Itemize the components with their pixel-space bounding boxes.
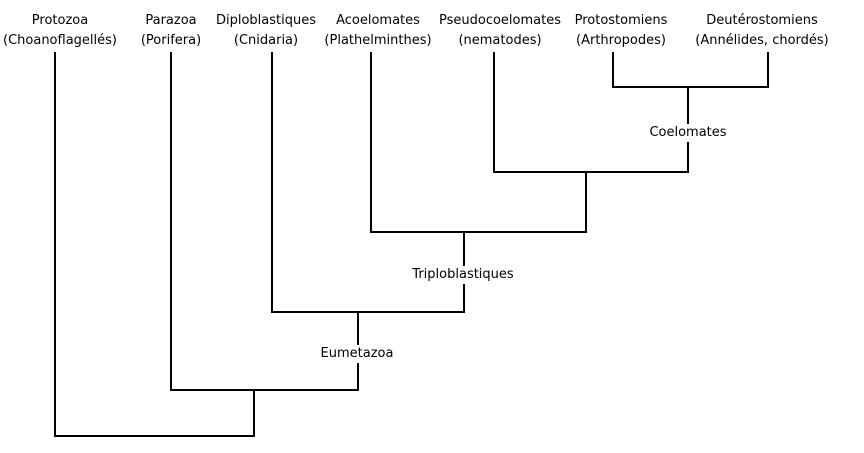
taxon-acoelomates: Acoelomates (Plathelminthes) xyxy=(324,11,431,51)
taxon-diploblastiques-group: (Cnidaria) xyxy=(233,33,299,48)
taxon-deuterostomiens-group: (Annélides, chordés) xyxy=(695,33,829,48)
taxon-deuterostomiens-name: Deutérostomiens xyxy=(706,13,818,28)
taxon-protozoa-name: Protozoa xyxy=(31,13,89,28)
clade-label-triploblastiques: Triploblastiques xyxy=(410,266,516,284)
taxon-protozoa: Protozoa (Choanoflagellés) xyxy=(3,11,117,51)
branch-acoelomates-bracket xyxy=(370,52,587,233)
taxon-pseudocoelomates-name: Pseudocoelomates xyxy=(439,13,561,28)
taxon-diploblastiques-name: Diploblastiques xyxy=(215,13,317,28)
taxon-protostomiens-name: Protostomiens xyxy=(574,13,668,28)
taxon-protostomiens: Protostomiens (Arthropodes) xyxy=(575,11,668,51)
taxon-parazoa-name: Parazoa xyxy=(145,13,197,28)
cladogram-branches xyxy=(54,52,769,437)
branch-protozoa-bracket xyxy=(54,52,255,437)
taxon-acoelomates-name: Acoelomates xyxy=(336,13,420,28)
branch-parazoa-bracket xyxy=(170,52,359,391)
taxon-parazoa: Parazoa (Porifera) xyxy=(141,11,201,51)
taxon-pseudocoelomates: Pseudocoelomates (nematodes) xyxy=(439,11,561,51)
taxon-diploblastiques: Diploblastiques (Cnidaria) xyxy=(216,11,316,51)
taxon-pseudocoelomates-group: (nematodes) xyxy=(458,33,542,48)
taxon-protostomiens-group: (Arthropodes) xyxy=(576,33,666,48)
branch-coelomates-bracket xyxy=(612,52,769,88)
clade-label-eumetazoa: Eumetazoa xyxy=(318,345,396,363)
taxon-acoelomates-group: (Plathelminthes) xyxy=(324,33,432,48)
clade-label-coelomates: Coelomates xyxy=(647,124,729,142)
branch-diploblastiques-bracket xyxy=(271,52,465,313)
taxon-deuterostomiens: Deutérostomiens (Annélides, chordés) xyxy=(695,11,829,51)
taxon-parazoa-group: (Porifera) xyxy=(140,33,202,48)
branch-pseudocoelomates-bracket xyxy=(493,52,689,173)
taxon-protozoa-group: (Choanoflagellés) xyxy=(3,33,117,48)
